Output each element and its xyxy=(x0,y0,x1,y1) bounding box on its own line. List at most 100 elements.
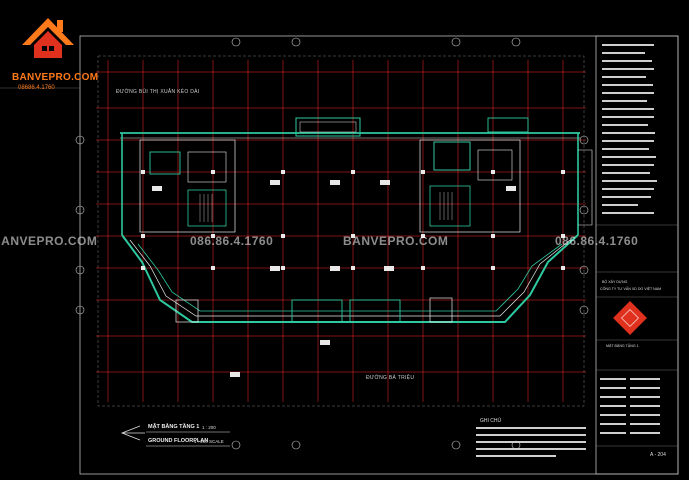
title-block-line xyxy=(602,188,654,190)
title-block-line xyxy=(600,378,626,380)
title-block-line xyxy=(630,405,660,407)
title-block-line xyxy=(602,140,654,142)
room-tag xyxy=(330,180,340,185)
column xyxy=(491,170,495,174)
structural-grid xyxy=(96,60,586,402)
grid-bubble xyxy=(511,37,521,47)
note-line xyxy=(476,441,586,443)
grid-bubble xyxy=(231,37,241,47)
column xyxy=(491,266,495,270)
north-arrow-icon xyxy=(120,425,145,441)
room-tag xyxy=(380,180,390,185)
title-block-line xyxy=(602,172,650,174)
house-roof-icon xyxy=(22,18,74,58)
grid-bubble xyxy=(451,37,461,47)
road-label-bottom: ĐƯỜNG BÀ TRIỆU xyxy=(366,375,415,381)
title-block-line xyxy=(602,164,654,166)
grid-bubble xyxy=(231,440,241,450)
grid-bubble xyxy=(579,265,589,275)
watermark-brand-right: BANVEPRO.COM xyxy=(343,234,449,248)
title-block-line xyxy=(630,378,660,380)
column xyxy=(141,266,145,270)
grid-bubble xyxy=(291,37,301,47)
note-line xyxy=(476,427,586,429)
grid-bubble xyxy=(75,205,85,215)
sheet-border xyxy=(79,35,679,475)
title-block-line xyxy=(630,423,660,425)
drawing-scale-en: 1 : 200 SCALE xyxy=(194,439,224,444)
title-block-line xyxy=(602,180,657,182)
title-block-line xyxy=(602,108,654,110)
note-line xyxy=(476,455,556,457)
title-block-line xyxy=(630,396,660,398)
column xyxy=(421,170,425,174)
dimension-frame xyxy=(97,55,585,407)
grid-bubble xyxy=(579,305,589,315)
note-line xyxy=(476,448,586,450)
column xyxy=(561,170,565,174)
column xyxy=(281,170,285,174)
title-block-line xyxy=(600,423,626,425)
room-tag xyxy=(152,186,162,191)
grid-bubble xyxy=(579,205,589,215)
sheet-number: A - 204 xyxy=(650,452,666,458)
watermark-brand-left: BANVEPRO.COM xyxy=(0,234,98,248)
drawing-subtitle: GROUND FLOORPLAN xyxy=(148,438,209,444)
grid-bubble xyxy=(451,440,461,450)
title-block-line xyxy=(602,60,652,62)
title-block-line xyxy=(602,212,654,214)
title-block-line xyxy=(602,92,654,94)
grid-bubble xyxy=(291,440,301,450)
title-block-line xyxy=(630,414,660,416)
title-block-line xyxy=(630,432,660,434)
title-block-line xyxy=(602,76,646,78)
title-block-line xyxy=(600,414,626,416)
column xyxy=(211,170,215,174)
brand-phone: 08686.4.1760 xyxy=(18,85,55,91)
notes-heading: GHI CHÚ xyxy=(480,418,502,424)
column xyxy=(561,234,565,238)
title-block-drawing-name: MẶT BẰNG TẦNG 1 xyxy=(606,344,639,348)
column xyxy=(281,234,285,238)
column xyxy=(491,234,495,238)
title-block-frame xyxy=(595,35,679,475)
watermark-phone-right: 086.86.4.1760 xyxy=(555,234,639,248)
title-block-line xyxy=(602,68,654,70)
title-block-text-lines xyxy=(600,44,660,434)
title-block-line xyxy=(600,387,626,389)
drawing-title: MẶT BẰNG TẦNG 1 xyxy=(148,424,200,430)
title-block-owner: BỘ XÂY DỰNG xyxy=(602,280,628,284)
title-block-line xyxy=(602,148,649,150)
column xyxy=(351,266,355,270)
title-block-line xyxy=(602,196,651,198)
drawing-scale: 1 : 200 xyxy=(202,425,216,430)
title-block-line xyxy=(630,387,660,389)
company-stamp-icon xyxy=(613,301,647,335)
room-tag xyxy=(330,266,340,271)
column xyxy=(141,234,145,238)
watermark-phone-left: 086.86.4.1760 xyxy=(190,234,274,248)
title-block-line xyxy=(602,132,655,134)
room-tag xyxy=(270,266,280,271)
column xyxy=(211,266,215,270)
notes-text-lines xyxy=(476,427,586,457)
room-tag xyxy=(506,186,516,191)
grid-bubble xyxy=(75,305,85,315)
column xyxy=(421,234,425,238)
title-block-line xyxy=(602,116,654,118)
grid-bubble xyxy=(75,135,85,145)
road-label-top: ĐƯỜNG BÙI THỊ XUÂN KÉO DÀI xyxy=(116,89,200,95)
column xyxy=(421,266,425,270)
title-block-line xyxy=(602,100,647,102)
room-tag xyxy=(230,372,240,377)
room-tag xyxy=(384,266,394,271)
building-outline xyxy=(120,117,593,323)
note-line xyxy=(476,434,586,436)
room-labels xyxy=(152,180,516,377)
grid-bubble xyxy=(75,265,85,275)
room-tag xyxy=(320,340,330,345)
title-block-line xyxy=(602,124,648,126)
title-block-line xyxy=(602,52,645,54)
stairs xyxy=(199,192,453,222)
title-block-company: CÔNG TY TƯ VẤN XD DG VIỆT NAM xyxy=(600,287,662,291)
